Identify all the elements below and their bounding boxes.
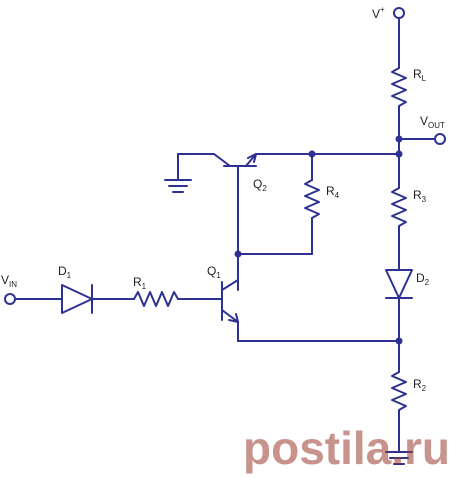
ground-symbol-r2 — [385, 451, 413, 465]
diode-d2 — [385, 269, 413, 299]
ground-symbol-q2 — [164, 179, 192, 193]
resistor-r1 — [133, 291, 179, 307]
label-vplus: V+ — [372, 5, 385, 21]
transistor-q1 — [221, 279, 239, 323]
label-q1: Q1 — [207, 264, 221, 280]
resistor-r4 — [304, 179, 320, 219]
resistor-r2 — [391, 371, 407, 411]
label-r1: R1 — [133, 275, 147, 291]
label-r2: R2 — [413, 377, 427, 393]
transistor-q2 — [213, 153, 257, 291]
resistor-rl — [391, 67, 407, 107]
resistor-r3 — [391, 187, 407, 227]
diode-d1 — [61, 284, 93, 314]
label-d1: D1 — [58, 264, 72, 280]
vplus-terminal — [393, 7, 405, 69]
vin-terminal — [4, 293, 16, 305]
label-d2: D2 — [416, 271, 430, 287]
label-r3: R3 — [413, 188, 427, 204]
label-rl: RL — [413, 67, 427, 83]
label-q2: Q2 — [253, 177, 267, 193]
label-r4: R4 — [326, 184, 340, 200]
vout-terminal — [434, 133, 446, 145]
watermark: postila.ru — [243, 422, 450, 474]
label-vout: VOUT — [420, 114, 445, 130]
label-vin: VIN — [1, 273, 17, 289]
